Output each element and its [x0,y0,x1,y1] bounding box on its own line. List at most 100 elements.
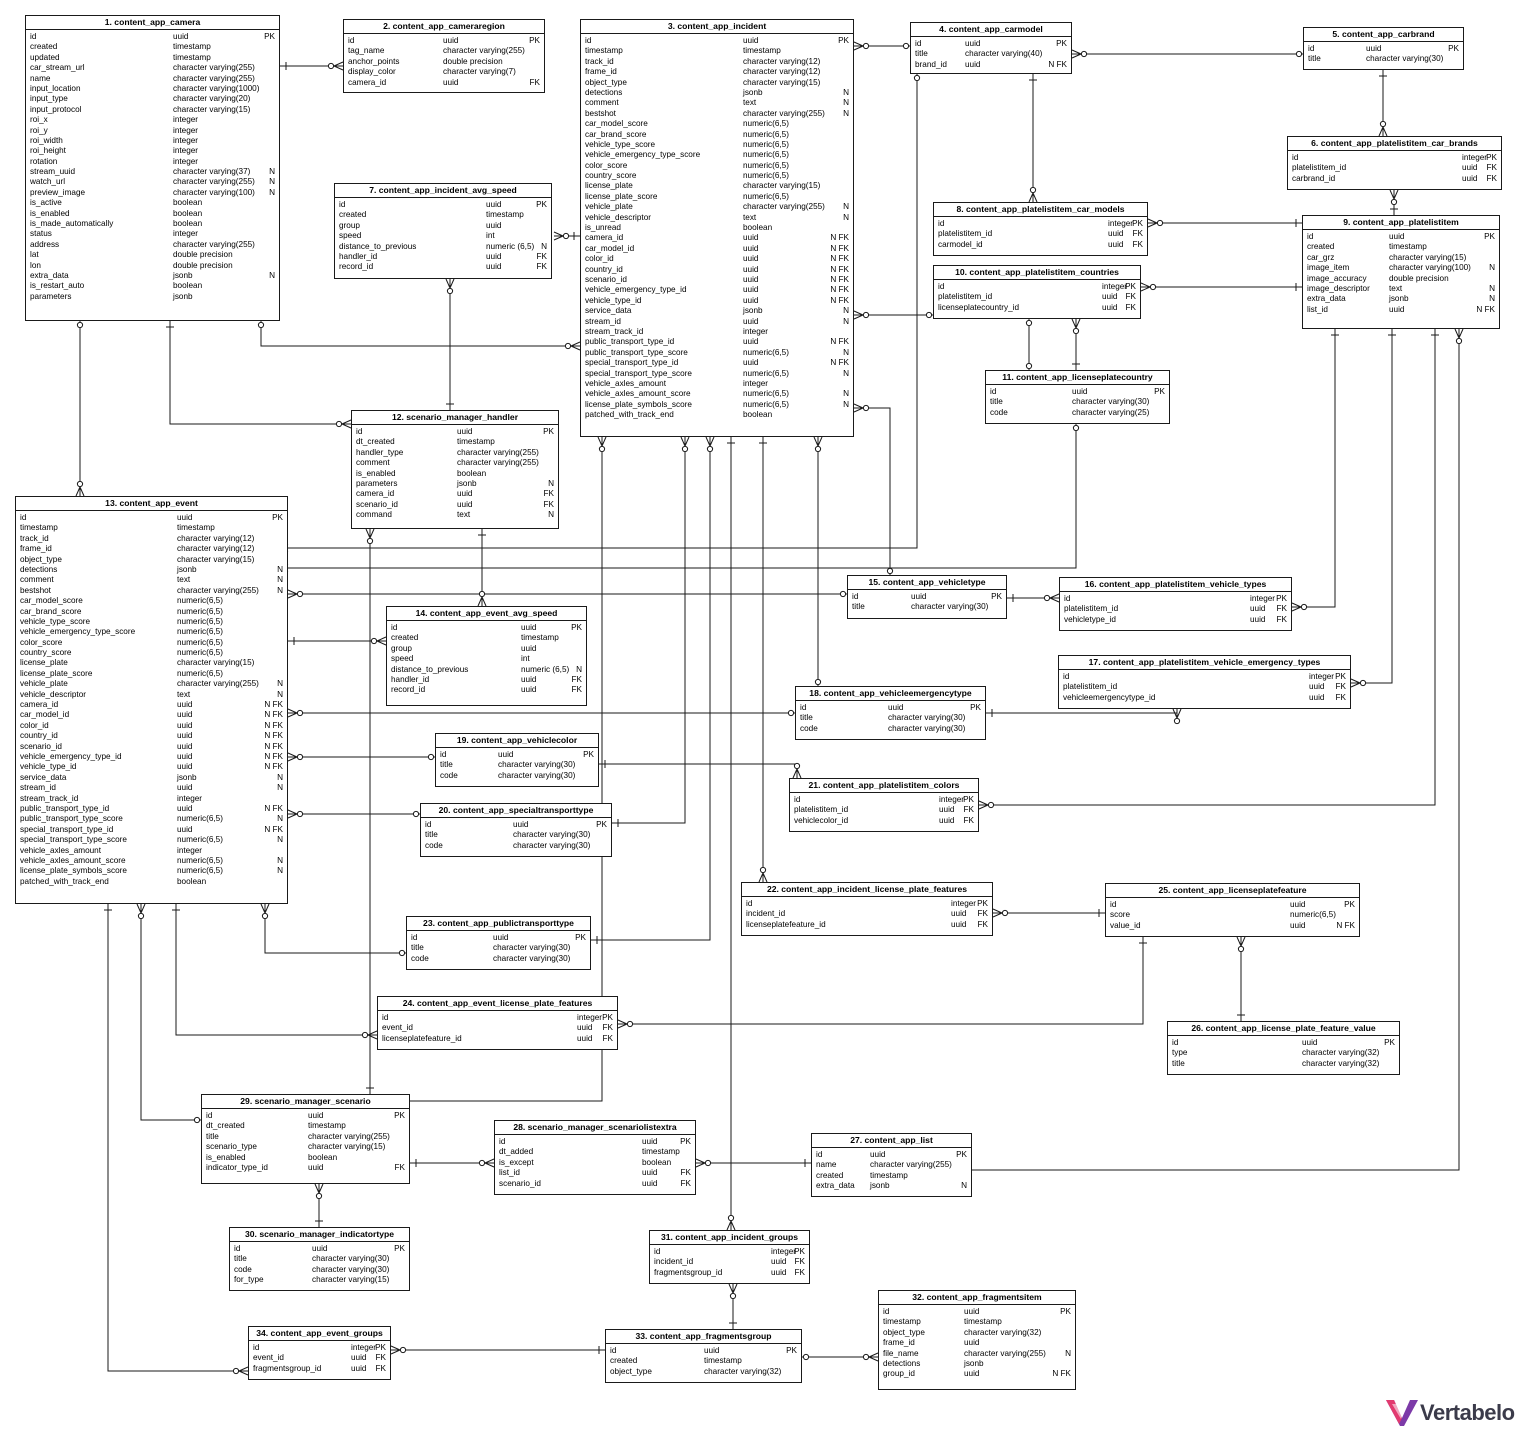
column-name: fragmentsgroup_id [654,1267,723,1277]
column-name: patched_with_track_end [20,876,109,886]
crows-foot-marker [232,1366,249,1376]
column-type: uuid [951,919,967,929]
column-flags: PK [956,1150,967,1159]
column-name: code [800,723,818,733]
vertabelo-logo-icon [1386,1400,1418,1426]
column-type: uuid [521,674,537,684]
column-name: lat [30,250,39,260]
table-title: 22. content_app_incident_license_plate_f… [742,883,992,897]
column-name: carbrand_id [1292,173,1336,183]
table-t24[interactable]: 24. content_app_event_license_plate_feat… [377,996,618,1050]
crows-foot-marker [335,419,352,429]
column-type: uuid [177,700,193,710]
table-t26[interactable]: 26. content_app_license_plate_feature_va… [1167,1021,1400,1075]
column-name: scenario_id [20,741,62,751]
crows-foot-marker [680,436,690,453]
column-type: uuid [177,710,193,720]
column-flags: PK [394,1111,405,1120]
crows-foot-marker [365,528,375,545]
column-type: uuid [1250,614,1266,624]
column-flags: N [843,306,849,316]
column-flags: N [541,241,547,251]
column-type: character varying(255) [743,108,825,118]
column-type: uuid [1072,387,1088,396]
column-type: numeric (6,5) [521,664,570,674]
column-flags: PK [991,592,1002,601]
table-t22[interactable]: 22. content_app_incident_license_plate_f… [741,882,993,936]
table-title: 5. content_app_carbrand [1304,28,1463,42]
column-flags: FK [375,1363,386,1373]
column-type: numeric(6,5) [743,347,789,357]
column-type: uuid [1250,604,1266,614]
column-name: for_type [234,1275,264,1285]
column-name: vehicle_axles_amount [585,378,667,388]
column-flags: N [277,679,283,689]
column-flags: N FK [1336,920,1355,930]
column-name: scenario_id [356,499,398,509]
column-flags: N [843,316,849,326]
optional-marker [412,810,420,818]
column-type: character varying(30) [312,1264,390,1274]
table-t17[interactable]: 17. content_app_platelistitem_vehicle_em… [1058,655,1351,709]
column-flags: PK [575,933,586,942]
column-type: jsonb [870,1181,890,1191]
column-type: character varying(12) [177,544,255,554]
table-title: 33. content_app_fragmentsgroup [606,1330,801,1344]
table-t16[interactable]: 16. content_app_platelistitem_vehicle_ty… [1059,577,1292,631]
column-type: character varying(255) [443,46,525,56]
column-type: timestamp [173,52,211,62]
column-type: character varying(32) [1302,1058,1380,1068]
crows-foot-marker [1140,282,1157,292]
column-name: camera_id [585,233,624,243]
column-type: uuid [964,1369,980,1379]
column-type: numeric(6,5) [177,637,223,647]
relationship-line [986,709,1178,714]
column-flags: N [277,835,283,845]
